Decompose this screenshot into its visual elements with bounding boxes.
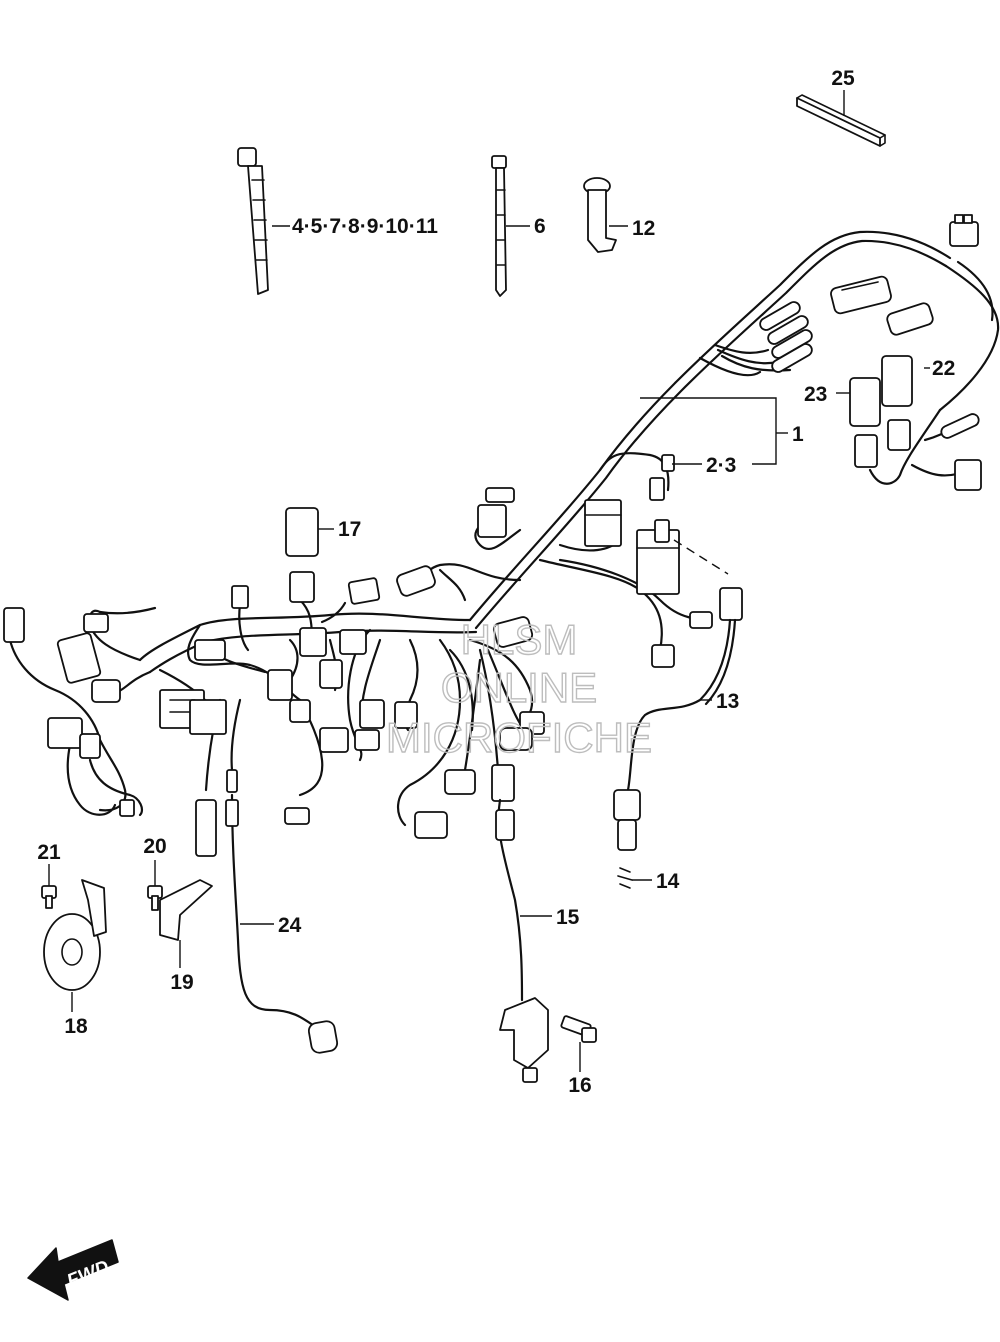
callout-12: 12	[632, 217, 655, 240]
callout-2-3: 2·3	[706, 454, 736, 477]
callout-4-11: 4·5·7·8·9·10·11	[292, 215, 438, 238]
part-cable-tie-4-11	[237, 147, 269, 295]
part-16-bolt	[560, 1015, 597, 1043]
part-13-14-sensor	[613, 618, 737, 889]
leader-lines	[48, 90, 930, 1072]
part-23-relay	[849, 377, 881, 427]
part-24-sensor	[225, 793, 339, 1054]
part-18-horn	[43, 879, 107, 991]
watermark-line-2: ONLINE	[441, 664, 597, 711]
part-15-switch	[495, 798, 549, 1083]
callout-17: 17	[338, 518, 361, 541]
callout-22: 22	[932, 357, 955, 380]
callout-6: 6	[534, 215, 546, 238]
callout-19: 19	[170, 971, 193, 994]
callout-13: 13	[716, 690, 739, 713]
callout-24: 24	[278, 914, 302, 937]
callout-labels: 25 4·5·7·8·9·10·11 6 12 22 23 1 2·3 17 1…	[37, 67, 955, 1097]
watermark-line-1: HLSM	[461, 616, 578, 663]
callout-16: 16	[568, 1074, 591, 1097]
part-17-relay	[285, 507, 319, 557]
watermark-line-3: MICROFICHE	[386, 714, 652, 761]
part-20-bolt	[147, 885, 163, 911]
callout-1: 1	[792, 423, 804, 446]
callout-21: 21	[37, 841, 61, 864]
callout-15: 15	[556, 906, 580, 929]
callout-25: 25	[831, 67, 855, 90]
callout-18: 18	[64, 1015, 88, 1038]
callout-23: 23	[804, 383, 827, 406]
part-22-relay	[881, 355, 913, 407]
part-cable-tie-6	[491, 155, 507, 297]
callout-14: 14	[656, 870, 680, 893]
forward-direction-arrow: FWD	[27, 1239, 119, 1301]
part-19-bracket	[159, 879, 213, 941]
part-25-bar	[796, 94, 886, 147]
harness-connectors	[3, 214, 982, 857]
part-2-3-fuse	[661, 454, 675, 472]
callout-20: 20	[143, 835, 166, 858]
part-clamp-12	[583, 177, 617, 253]
watermark: HLSM ONLINE MICROFICHE	[385, 615, 652, 761]
part-21-bolt	[41, 885, 57, 909]
